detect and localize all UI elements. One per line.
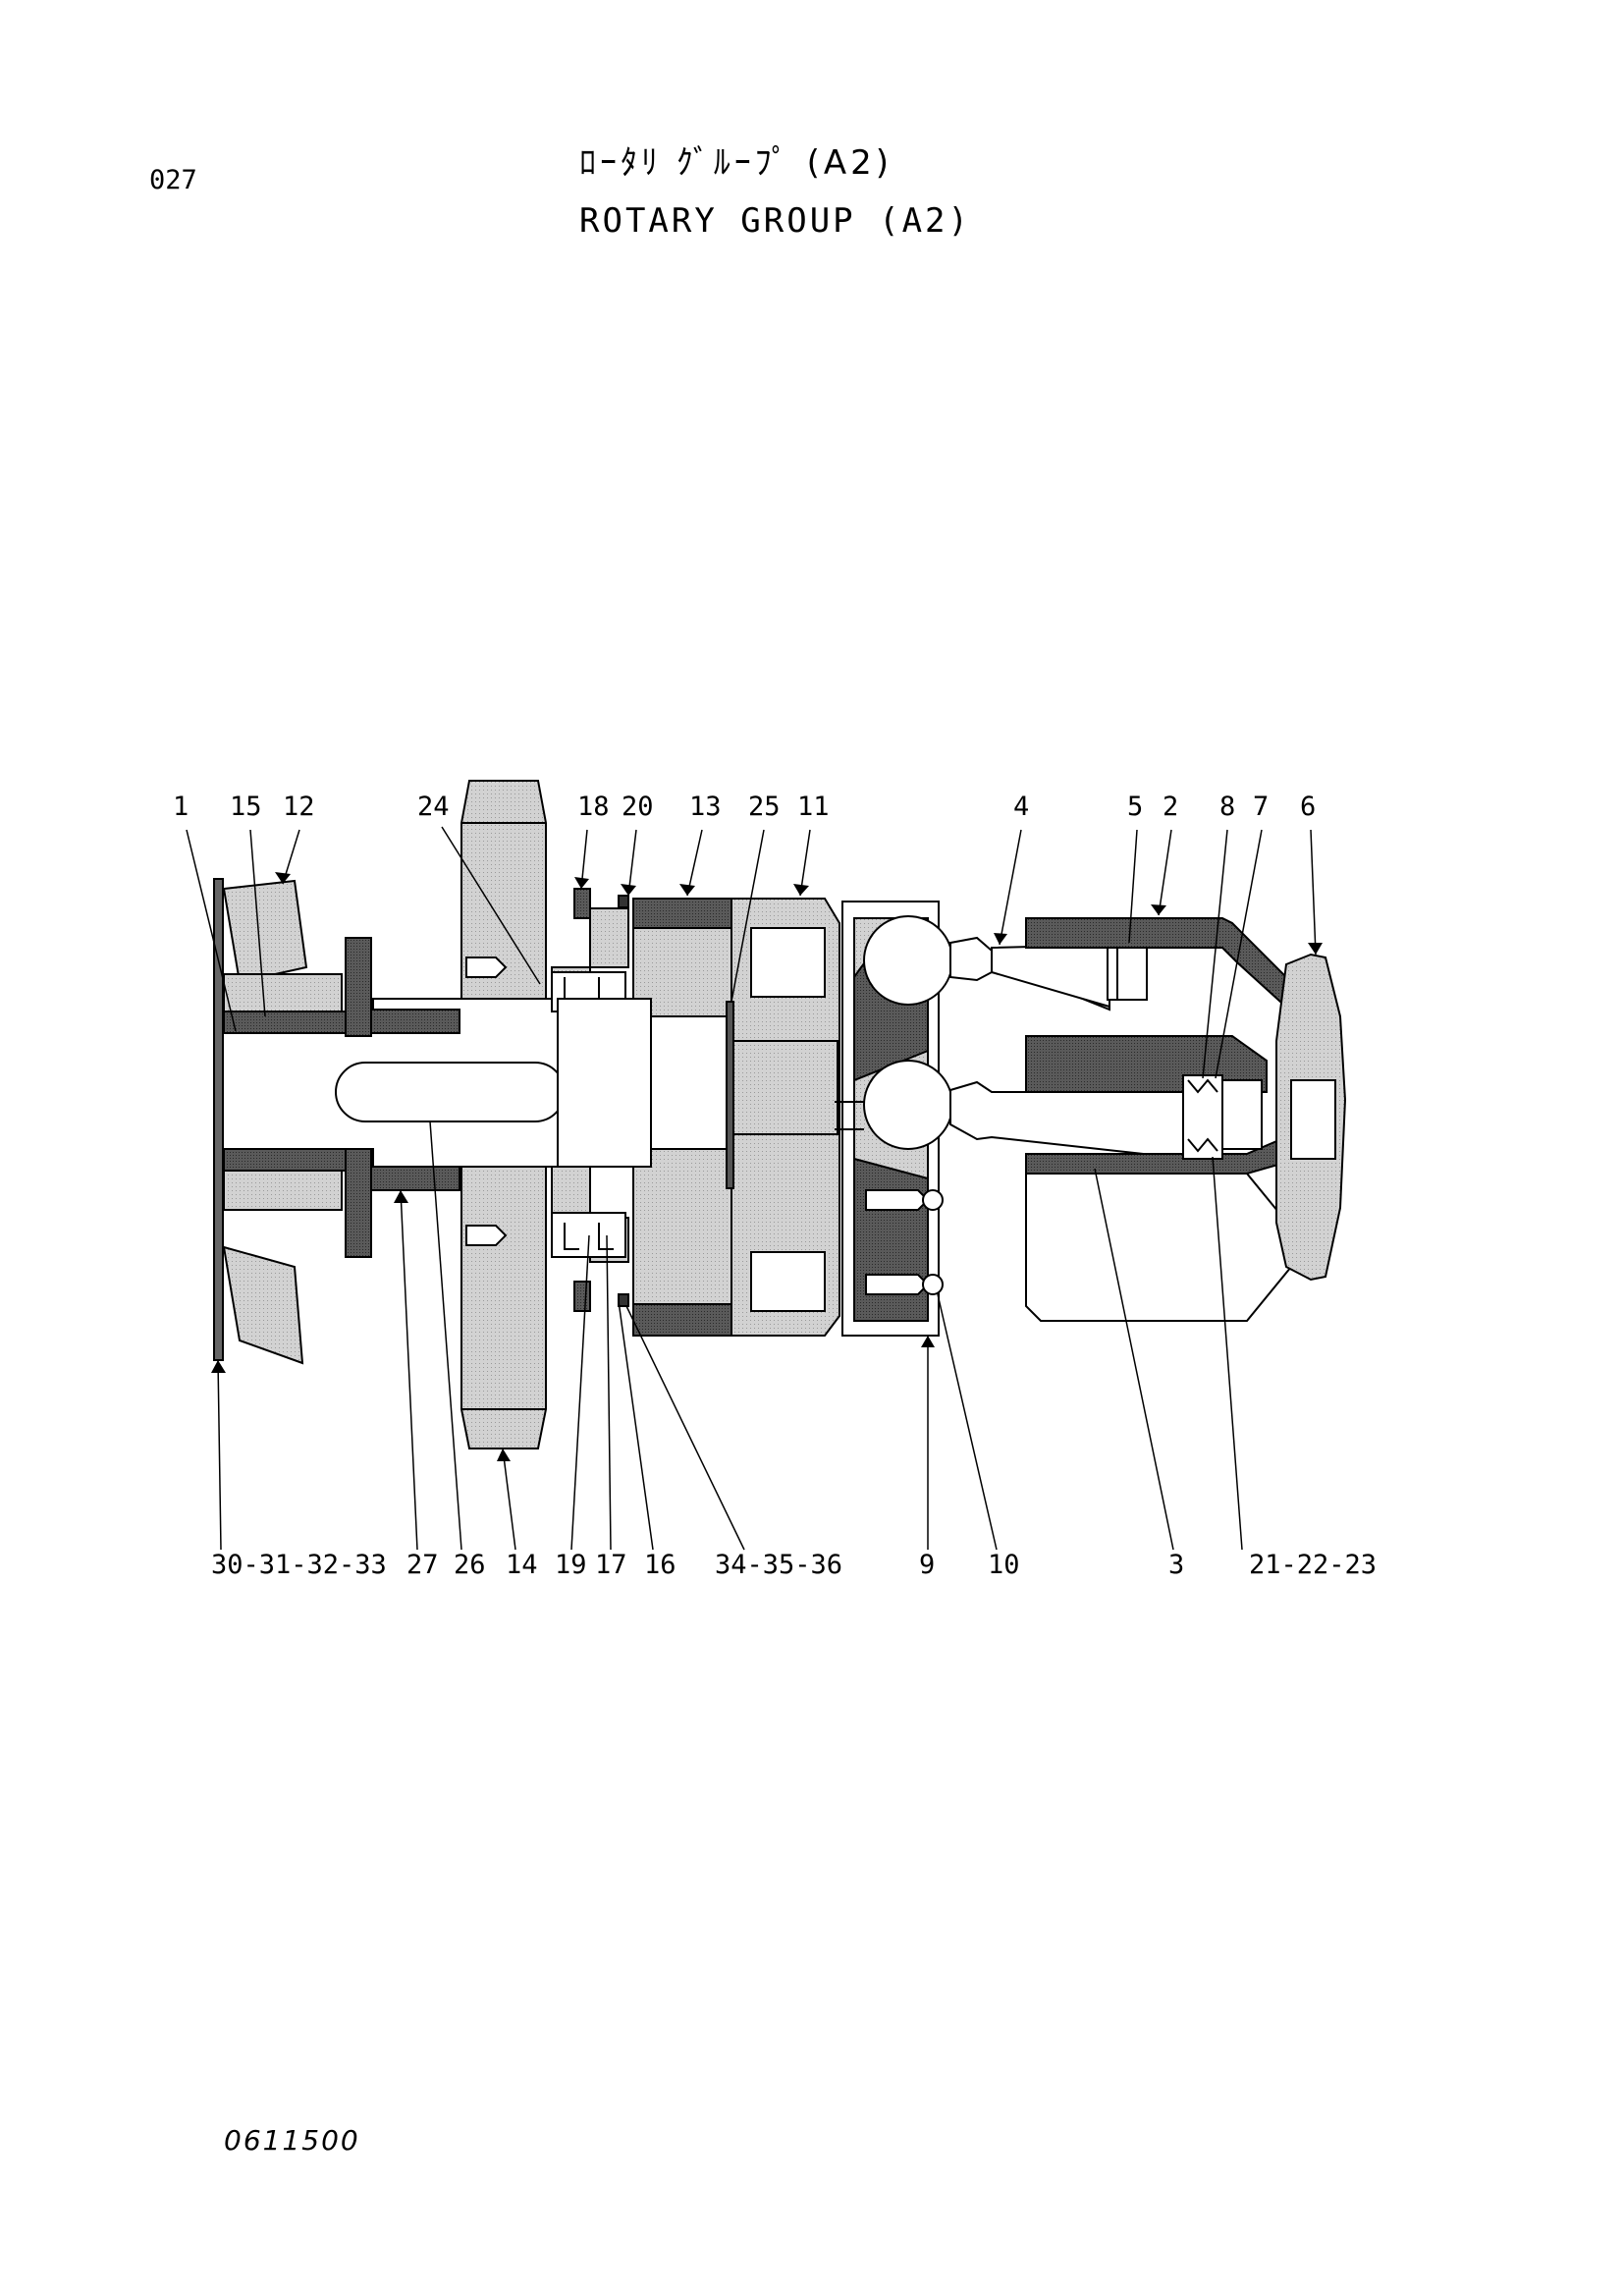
bolt-10-upper — [865, 1189, 930, 1211]
gear-bolt-lower — [465, 1225, 508, 1246]
gear-lower — [460, 1166, 547, 1449]
callout-30-31-32-33: 30-31-32-33 — [211, 1550, 387, 1580]
callout-1: 1 — [173, 792, 189, 822]
snap-ring — [726, 1001, 734, 1189]
block-13-upper — [632, 898, 732, 929]
callout-4: 4 — [1013, 792, 1029, 822]
callout-20: 20 — [622, 792, 654, 822]
holder-cut-lower — [853, 1157, 929, 1322]
callout-10: 10 — [988, 1550, 1020, 1580]
callouts-top: 1 15 12 24 18 20 13 25 11 4 5 2 8 7 6 — [173, 792, 1316, 822]
title-japanese: ﾛｰﾀﾘ ｸﾞﾙｰﾌﾟ (A2) — [579, 143, 893, 183]
spring-seat — [1221, 1079, 1263, 1150]
callout-24: 24 — [417, 792, 450, 822]
arrowheads — [211, 872, 1323, 1461]
callout-16: 16 — [644, 1550, 676, 1580]
bearing-upper — [222, 879, 308, 984]
callout-17: 17 — [595, 1550, 627, 1580]
callouts-bottom: 30-31-32-33 27 26 14 19 17 16 34-35-36 9… — [211, 1550, 1377, 1580]
page-number: 027 — [149, 165, 197, 195]
callout-19: 19 — [555, 1550, 587, 1580]
swash-insert — [1290, 1079, 1336, 1160]
callout-12: 12 — [283, 792, 315, 822]
callout-13: 13 — [689, 792, 722, 822]
callout-18: 18 — [577, 792, 610, 822]
title-english: ROTARY GROUP (A2) — [579, 201, 971, 241]
collar-lower — [370, 1166, 460, 1191]
callout-11: 11 — [797, 792, 830, 822]
callout-9: 9 — [919, 1550, 935, 1580]
callout-15: 15 — [230, 792, 262, 822]
callout-34-35-36: 34-35-36 — [715, 1550, 842, 1580]
piston-ball-upper — [863, 915, 953, 1006]
hub-step — [650, 1015, 730, 1150]
hub — [557, 998, 652, 1168]
ring-20 — [618, 895, 629, 908]
callout-25: 25 — [748, 792, 781, 822]
callout-6: 6 — [1300, 792, 1316, 822]
cylinder-port-upper — [750, 927, 826, 998]
callout-5: 5 — [1127, 792, 1143, 822]
piston-upper-body — [991, 943, 1110, 1009]
gear-bolt-upper — [465, 957, 508, 978]
bolt-10-lower — [865, 1274, 930, 1295]
ring-lower — [345, 1148, 372, 1258]
collar-upper — [370, 1009, 460, 1034]
bolt-head-lower — [922, 1274, 944, 1295]
callout-27: 27 — [406, 1550, 439, 1580]
callout-3: 3 — [1168, 1550, 1184, 1580]
callout-7: 7 — [1253, 792, 1269, 822]
piston-ball-lower — [863, 1060, 953, 1150]
piston-lower — [949, 1080, 1189, 1161]
callout-8: 8 — [1219, 792, 1235, 822]
block-13-lower — [632, 1303, 732, 1337]
callout-2: 2 — [1163, 792, 1178, 822]
retainer-upper — [573, 888, 591, 919]
bolt-head-upper — [922, 1189, 944, 1211]
drawing-number: 0611500 — [224, 2124, 360, 2157]
callout-26: 26 — [454, 1550, 486, 1580]
ring-16 — [618, 1293, 629, 1307]
callout-14: 14 — [506, 1550, 538, 1580]
cylinder-port-lower — [750, 1251, 826, 1312]
callout-21-22-23: 21-22-23 — [1249, 1550, 1377, 1580]
ring-upper — [345, 937, 372, 1037]
hub-step2 — [729, 1040, 839, 1135]
bearing-lower — [222, 1245, 304, 1365]
shaft-keyway — [335, 1062, 566, 1122]
retainer-lower — [573, 1281, 591, 1312]
piston-ring-5 — [1107, 942, 1148, 1001]
housing-body-lower — [1025, 1173, 1292, 1322]
